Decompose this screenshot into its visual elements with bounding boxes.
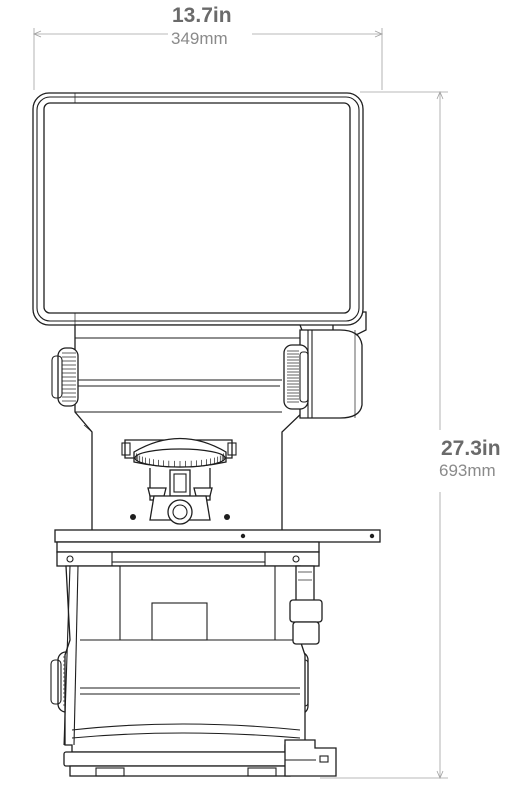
width-imperial-label: 13.7in [172,4,232,27]
stage-drive-control [289,565,323,645]
lower-body [63,565,337,777]
objective-nosepiece [121,437,237,525]
width-dimension-line [32,28,384,90]
monitor [32,92,367,337]
left-focus-knob-upper [51,347,79,407]
upper-body [74,324,363,549]
height-metric-label: 693mm [439,461,496,480]
width-metric-label: 349mm [171,29,228,48]
stage-plate [54,529,381,567]
right-focus-knob-upper [283,344,309,410]
height-dimension-line [320,90,448,780]
height-imperial-label: 27.3in [441,437,501,460]
